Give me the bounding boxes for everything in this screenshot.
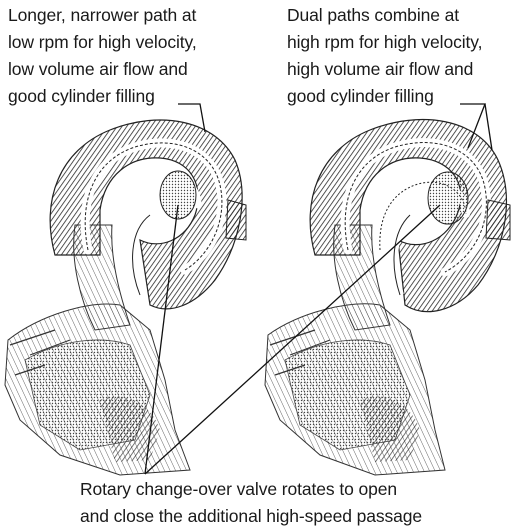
high-rpm-caption-line: good cylinder filling xyxy=(287,83,482,110)
right-rotary-valve xyxy=(428,172,468,224)
low-rpm-caption-line: low volume air flow and xyxy=(8,56,197,83)
high-rpm-caption: Dual paths combine at high rpm for high … xyxy=(287,2,482,110)
rotary-valve-caption-line: and close the additional high-speed pass… xyxy=(80,503,422,529)
high-rpm-manifold xyxy=(265,120,510,475)
high-rpm-caption-line: high volume air flow and xyxy=(287,56,482,83)
low-rpm-caption-line: low rpm for high velocity, xyxy=(8,29,197,56)
low-rpm-caption: Longer, narrower path at low rpm for hig… xyxy=(8,2,197,110)
rotary-valve-caption-line: Rotary change-over valve rotates to open xyxy=(80,476,422,503)
left-rotary-valve xyxy=(160,171,196,219)
low-rpm-caption-line: good cylinder filling xyxy=(8,83,197,110)
low-rpm-manifold xyxy=(5,120,246,475)
rotary-valve-caption: Rotary change-over valve rotates to open… xyxy=(80,476,422,529)
high-rpm-caption-line: high rpm for high velocity, xyxy=(287,29,482,56)
low-rpm-caption-line: Longer, narrower path at xyxy=(8,2,197,29)
high-rpm-caption-line: Dual paths combine at xyxy=(287,2,482,29)
